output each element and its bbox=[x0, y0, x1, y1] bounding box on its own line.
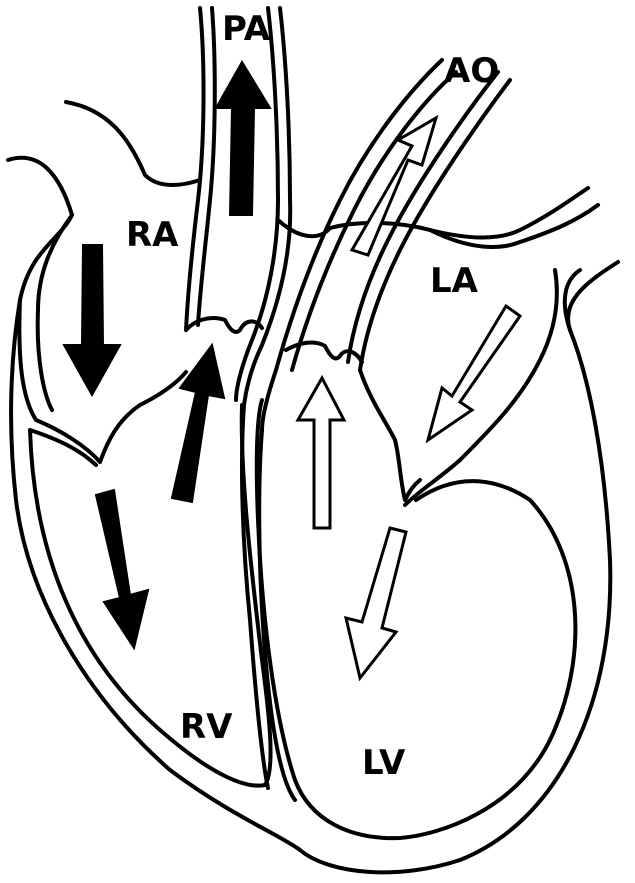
lv-wall-inner-outline bbox=[257, 400, 576, 838]
la-top-wall-inner bbox=[430, 205, 598, 247]
label-la: LA bbox=[430, 261, 479, 301]
right-atrium bbox=[19, 102, 200, 462]
label-ra: RA bbox=[126, 215, 179, 255]
lv-up-arrow bbox=[298, 378, 344, 528]
pa-up-arrow bbox=[216, 62, 270, 215]
tricuspid-valve bbox=[100, 372, 186, 462]
ra-down-arrow bbox=[64, 245, 120, 395]
mitral-valve bbox=[360, 370, 420, 500]
ra-septal-wall bbox=[38, 215, 72, 410]
label-rv: RV bbox=[180, 707, 233, 747]
la-right-wall bbox=[405, 270, 557, 505]
ra-outer-wall bbox=[66, 102, 200, 185]
lv-down-arrow bbox=[346, 528, 406, 678]
rv-down-arrow bbox=[96, 490, 148, 648]
label-pa: PA bbox=[222, 9, 271, 49]
rv-up-arrow bbox=[172, 345, 224, 502]
label-lv: LV bbox=[362, 743, 406, 783]
rv-wall-inner-outline bbox=[30, 405, 271, 786]
label-ao: AO bbox=[444, 51, 499, 91]
deoxygenated-flow-arrows bbox=[64, 62, 270, 648]
la-down-arrow bbox=[428, 306, 520, 440]
